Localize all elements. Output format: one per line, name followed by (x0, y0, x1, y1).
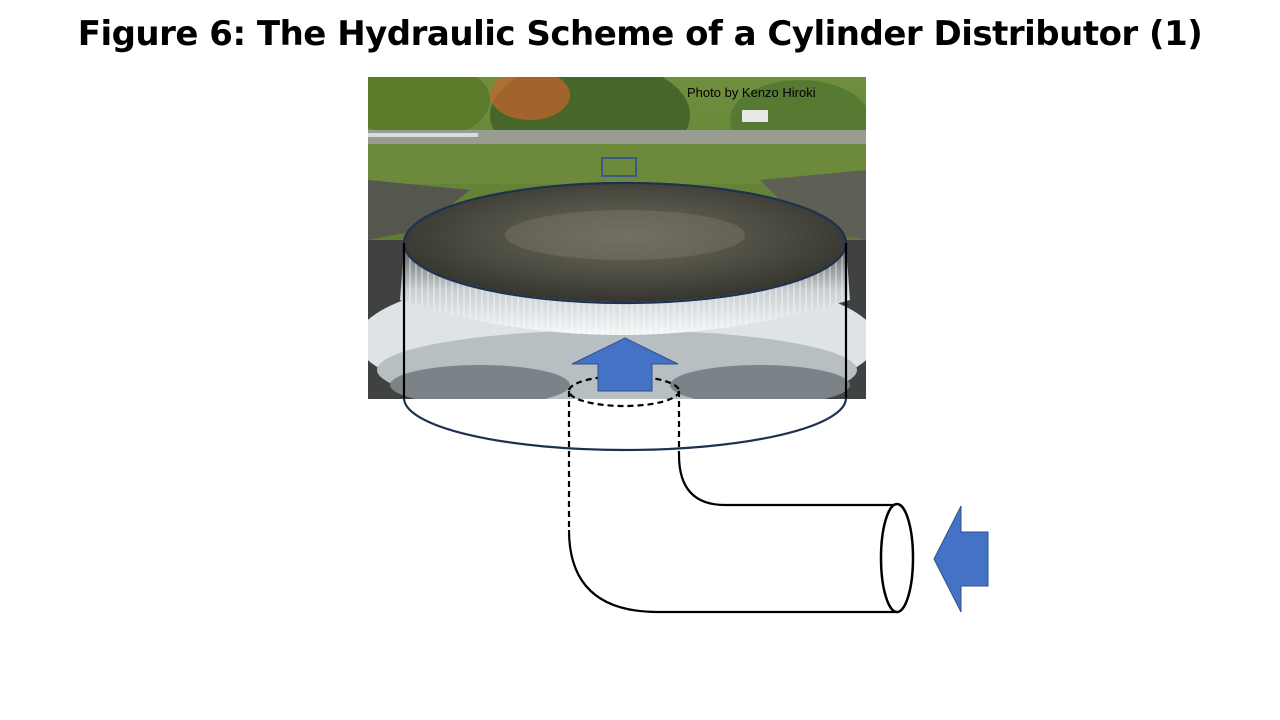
pipe-inlet-opening (879, 502, 915, 614)
distributor-photo (368, 77, 866, 399)
pipe-elbow-outer (567, 529, 897, 614)
cylinder-bottom-rim (402, 397, 848, 452)
left-flow-arrow-icon (933, 505, 989, 613)
slide-title: Figure 6: The Hydraulic Scheme of a Cyli… (77, 14, 1203, 54)
up-flow-arrow-icon (571, 337, 679, 392)
cylinder-outline (402, 181, 848, 452)
inlet-pipe (567, 374, 915, 614)
photo-credit: Photo by Kenzo Hiroki (687, 85, 816, 100)
pipe-elbow-inner (677, 454, 897, 507)
